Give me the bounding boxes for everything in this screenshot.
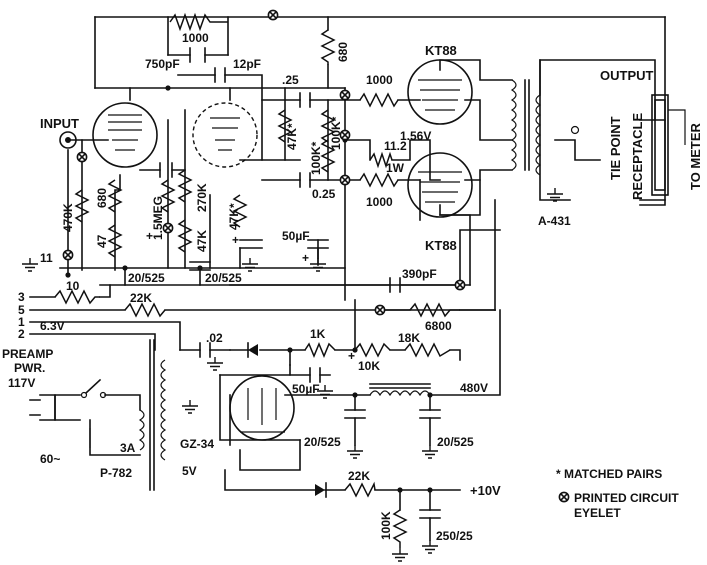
c-25-top-label: .25 (282, 73, 299, 87)
r-680-cath-label: 680 (95, 188, 109, 208)
tube-v1 (92, 102, 158, 168)
r-680-top-label: 680 (336, 42, 350, 62)
bias-out-label: +10V (470, 483, 501, 498)
eyelet-input-b (62, 249, 74, 261)
plus-mark-d: + (348, 349, 355, 363)
r-47k-b-label: 47K (195, 230, 209, 252)
preamp-label: PREAMP (2, 347, 53, 361)
eyelets (62, 9, 570, 503)
eyelet-supply (374, 304, 386, 316)
mains-switch (80, 378, 107, 399)
input-label: INPUT (40, 116, 79, 131)
filament-5v-label: 5V (182, 464, 197, 478)
plus-mark-a: + (146, 229, 153, 243)
filament-6v3-label: 6.3V (40, 319, 65, 333)
to-meter-label: TO METER (688, 122, 703, 190)
output-transformer (510, 79, 580, 176)
screen-voltage-label: 1.56V (400, 129, 431, 143)
rectifier-label: GZ-34 (180, 437, 214, 451)
kt88-top-label: KT88 (425, 43, 457, 58)
terminal-5: 5 (18, 303, 25, 317)
c-02-label: .02 (206, 331, 223, 345)
r-22k-top-label: 22K (130, 291, 152, 305)
labels: INPUT KT88 KT88 OUTPUT TIE POINT RECEPTA… (2, 31, 703, 543)
r-11-2-watt-label: 1W (386, 161, 405, 175)
mains-plug (29, 394, 56, 421)
terminal-11: 11 (40, 251, 53, 265)
eyelet-top (267, 9, 279, 21)
r-47k-c-label: 47K* (227, 203, 241, 230)
wiring (29, 16, 666, 511)
fuse-label: 3A (120, 441, 136, 455)
r-270k-label: 270K (195, 183, 209, 212)
r-1000-top-label: 1000 (182, 31, 209, 45)
kt88-bottom-label: KT88 (425, 238, 457, 253)
eyelet-grid-bottom (339, 174, 351, 186)
c-20-525-d-label: 20/525 (437, 435, 474, 449)
output-receptacle (651, 94, 686, 196)
power-transformer-label: P-782 (100, 466, 132, 480)
r-47k-a-label: 47K* (285, 123, 299, 150)
r-1000-grid-bot-label: 1000 (366, 195, 393, 209)
c-20-525-c-label: 20/525 (304, 435, 341, 449)
r-11-2-label: 11.2 (384, 139, 407, 153)
plus-mark-b: + (232, 233, 239, 247)
filter-choke (369, 383, 431, 397)
legend-eyelet-line1: PRINTED CIRCUIT (574, 491, 679, 505)
r-100k-bias-label: 100K (379, 511, 393, 540)
eyelet-grid-top (339, 89, 351, 101)
c-025-bot-label: 0.25 (312, 187, 336, 201)
output-label: OUTPUT (600, 68, 654, 83)
mains-voltage-label: 117V (8, 376, 35, 390)
r-1k-label: 1K (310, 327, 326, 341)
diode-bias-bottom (315, 482, 327, 498)
eyelet-input-a (76, 151, 88, 163)
eyelet-legend (558, 491, 570, 503)
c-12pf-label: 12pF (233, 57, 261, 71)
r-470k-label: 470K (61, 203, 75, 232)
input-jack (59, 131, 77, 149)
c-20-525-a-label: 20/525 (128, 271, 165, 285)
receptacle-label: RECEPTACLE (630, 113, 645, 200)
r-10k-label: 10K (358, 359, 380, 373)
legend-eyelet-line2: EYELET (574, 506, 621, 520)
tube-v2 (192, 102, 258, 168)
terminal-1: 1 (18, 315, 25, 329)
eyelet-feedback (454, 279, 466, 291)
legend-matched-pairs: * MATCHED PAIRS (556, 467, 662, 481)
r-22k-bot-label: 22K (348, 469, 370, 483)
c-20-525-b-label: 20/525 (205, 271, 242, 285)
c-50uf-b-label: 50µF (292, 382, 320, 396)
out-transformer-label: A-431 (538, 214, 571, 228)
c-750pf-label: 750pF (145, 57, 180, 71)
r-100k-b-label: 100K* (309, 141, 323, 175)
diode-bias-top (247, 342, 258, 358)
pwr-label: PWR. (14, 361, 45, 375)
r-1000-grid-top-label: 1000 (366, 73, 393, 87)
b-plus-label: 480V (460, 381, 488, 395)
c-390pf-label: 390pF (402, 267, 437, 281)
resistors (54, 12, 460, 548)
r-6800-label: 6800 (425, 319, 452, 333)
r-10-label: 10 (66, 279, 80, 293)
tube-kt88-top (407, 59, 473, 125)
tube-gz34 (229, 375, 295, 441)
tie-point-label: TIE POINT (608, 116, 623, 180)
mains-freq-label: 60~ (40, 452, 60, 466)
terminal-3: 3 (18, 290, 25, 304)
c-50uf-a-label: 50µF (282, 229, 310, 243)
r-100k-a-label: 100K* (329, 116, 343, 150)
plus-mark-c: + (302, 251, 309, 265)
tube-kt88-bottom (407, 152, 473, 218)
r-1-5meg-label: 1.5MEG (151, 196, 165, 240)
c-250-25-label: 250/25 (436, 529, 473, 543)
r-18k-label: 18K (398, 331, 420, 345)
r-47-label: 47 (95, 234, 109, 248)
power-transformer (138, 339, 167, 491)
terminal-2: 2 (18, 327, 25, 341)
